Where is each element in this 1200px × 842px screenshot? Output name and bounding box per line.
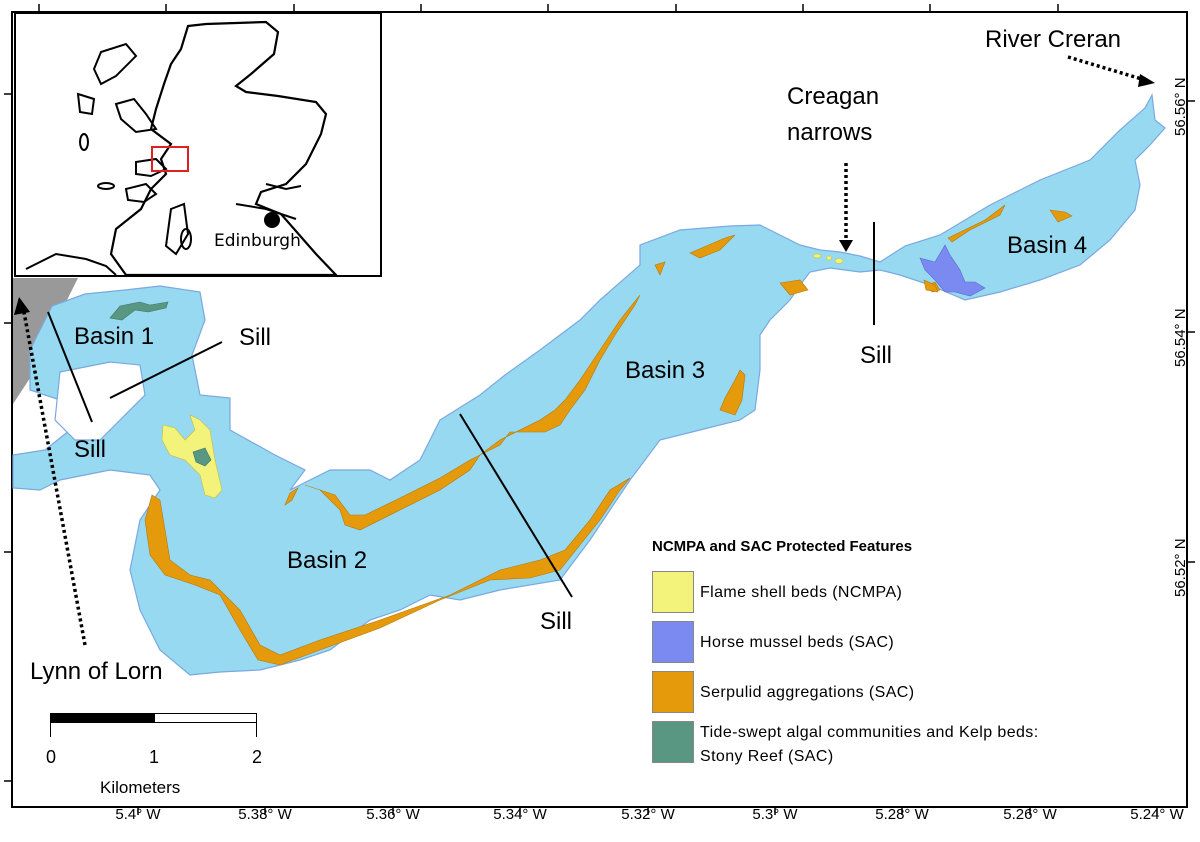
inset-city-label: Edinburgh (214, 231, 301, 251)
legend-item-flame-shell: Flame shell beds (NCMPA) (652, 571, 1192, 615)
bottom-ticks (137, 807, 1158, 815)
x-tick-label: 5.3° W (752, 806, 798, 823)
legend-label: Flame shell beds (NCMPA) (700, 584, 903, 601)
label-sill-basin3-4: Sill (860, 342, 893, 369)
scale-unit: Kilometers (100, 778, 181, 797)
legend-item-horse-mussel: Horse mussel beds (SAC) (652, 621, 1192, 665)
swatch-serpulid (652, 671, 694, 713)
x-tick-label: 5.36° W (366, 806, 420, 823)
legend-label: Horse mussel beds (SAC) (700, 634, 895, 651)
label-creagan-1: Creagan (787, 83, 880, 110)
label-basin-1: Basin 1 (74, 323, 155, 350)
legend-title: NCMPA and SAC Protected Features (652, 538, 913, 555)
legend-label-line1: Tide-swept algal communities and Kelp be… (700, 724, 1039, 741)
scale-num-1: 1 (148, 747, 160, 767)
label-sill-basin1-top: Sill (239, 324, 272, 351)
label-basin-2: Basin 2 (287, 547, 368, 574)
x-tick-label: 5.32° W (621, 806, 675, 823)
loch-water (12, 93, 1166, 676)
left-ticks (4, 93, 12, 782)
land-peninsula (54, 361, 146, 441)
label-lynn-of-lorn: Lynn of Lorn (30, 658, 163, 685)
y-tick-label: 56.56° N (1172, 77, 1189, 136)
map-frame (11, 11, 1188, 808)
legend-item-serpulid: Serpulid aggregations (SAC) (652, 671, 1192, 715)
horse-mussel-beds (919, 244, 986, 297)
scale-num-0: 0 (45, 747, 57, 767)
x-tick-label: 5.34° W (493, 806, 547, 823)
scale-bar-graphic (50, 713, 257, 723)
locator-box (151, 146, 189, 172)
y-tick-label: 56.54° N (1172, 308, 1189, 367)
scale-tick-2 (256, 723, 257, 737)
swatch-flame-shell (652, 571, 694, 613)
label-river-creran: River Creran (985, 26, 1122, 53)
swatch-horse-mussel (652, 621, 694, 663)
top-ticks (38, 4, 1059, 12)
label-sill-basin1-bottom: Sill (74, 436, 107, 463)
x-tick-label: 5.4° W (115, 806, 161, 823)
x-tick-label: 5.38° W (238, 806, 292, 823)
x-tick-label: 5.24° W (1130, 806, 1184, 823)
serpulid-aggregations (144, 204, 1073, 666)
x-tick-label: 5.26° W (1003, 806, 1057, 823)
y-tick-label: 56.52° N (1172, 538, 1189, 597)
inset-map: Edinburgh (14, 12, 382, 277)
arrowheads (14, 74, 1155, 315)
x-tick-label: 5.28° W (875, 806, 929, 823)
flame-shell-beds (161, 253, 844, 499)
label-sill-basin2-3: Sill (540, 608, 573, 635)
legend-item-stony-reef: Tide-swept algal communities and Kelp be… (652, 721, 1192, 765)
right-ticks (1187, 100, 1195, 563)
swatch-stony-reef (652, 721, 694, 763)
sill-lines (47, 222, 875, 598)
legend-label-line2: Stony Reef (SAC) (700, 748, 834, 765)
label-creagan-2: narrows (787, 119, 873, 146)
annotation-arrows (22, 55, 1146, 646)
edinburgh-marker (264, 212, 280, 228)
legend: NCMPA and SAC Protected Features Flame s… (652, 538, 1192, 771)
scale-num-2: 2 (251, 747, 263, 767)
scale-bar-black-segment (51, 714, 155, 722)
stony-reef (109, 301, 212, 467)
scale-tick-0 (50, 723, 51, 737)
legend-label-multiline: Tide-swept algal communities and Kelp be… (700, 721, 1039, 769)
legend-label: Serpulid aggregations (SAC) (700, 684, 915, 701)
label-basin-3: Basin 3 (625, 357, 706, 384)
scotland-outline (25, 20, 338, 275)
label-basin-4: Basin 4 (1007, 232, 1088, 259)
